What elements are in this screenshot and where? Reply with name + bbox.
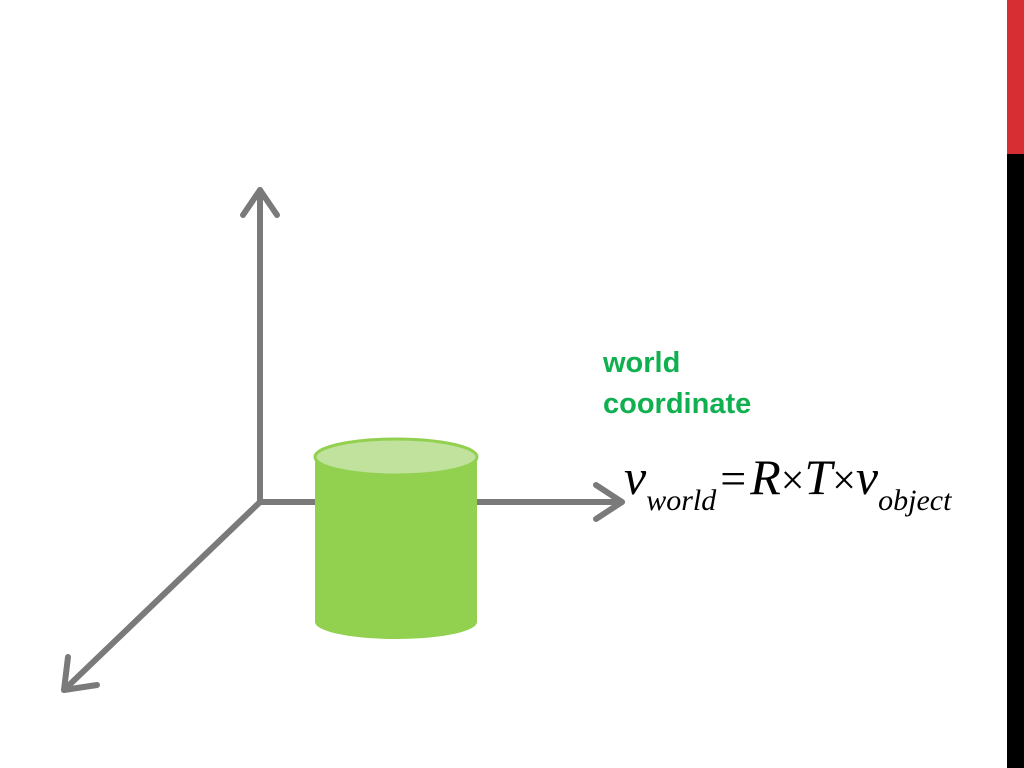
side-accent-bar-red [1007,0,1024,154]
formula-rotation: R [750,449,781,505]
formula-equals: = [720,453,747,504]
formula-sub-world: world [646,484,717,517]
formula-times-1: × [780,458,805,504]
label-line-2: coordinate [603,388,752,420]
formula-sub-object: object [878,484,952,517]
cylinder-object [313,437,479,639]
z-axis [61,499,263,693]
formula-v-object: v [855,449,879,505]
side-accent-bar-black [1007,0,1024,768]
formula-times-2: × [832,458,856,504]
transform-formula: vworld = R×T×vobject [624,448,951,517]
formula-v-world: v [624,449,647,505]
label-line-1: world [603,347,681,379]
y-axis [240,187,280,505]
world-coordinate-label: world coordinate [603,343,823,425]
formula-translation: T [804,449,833,505]
